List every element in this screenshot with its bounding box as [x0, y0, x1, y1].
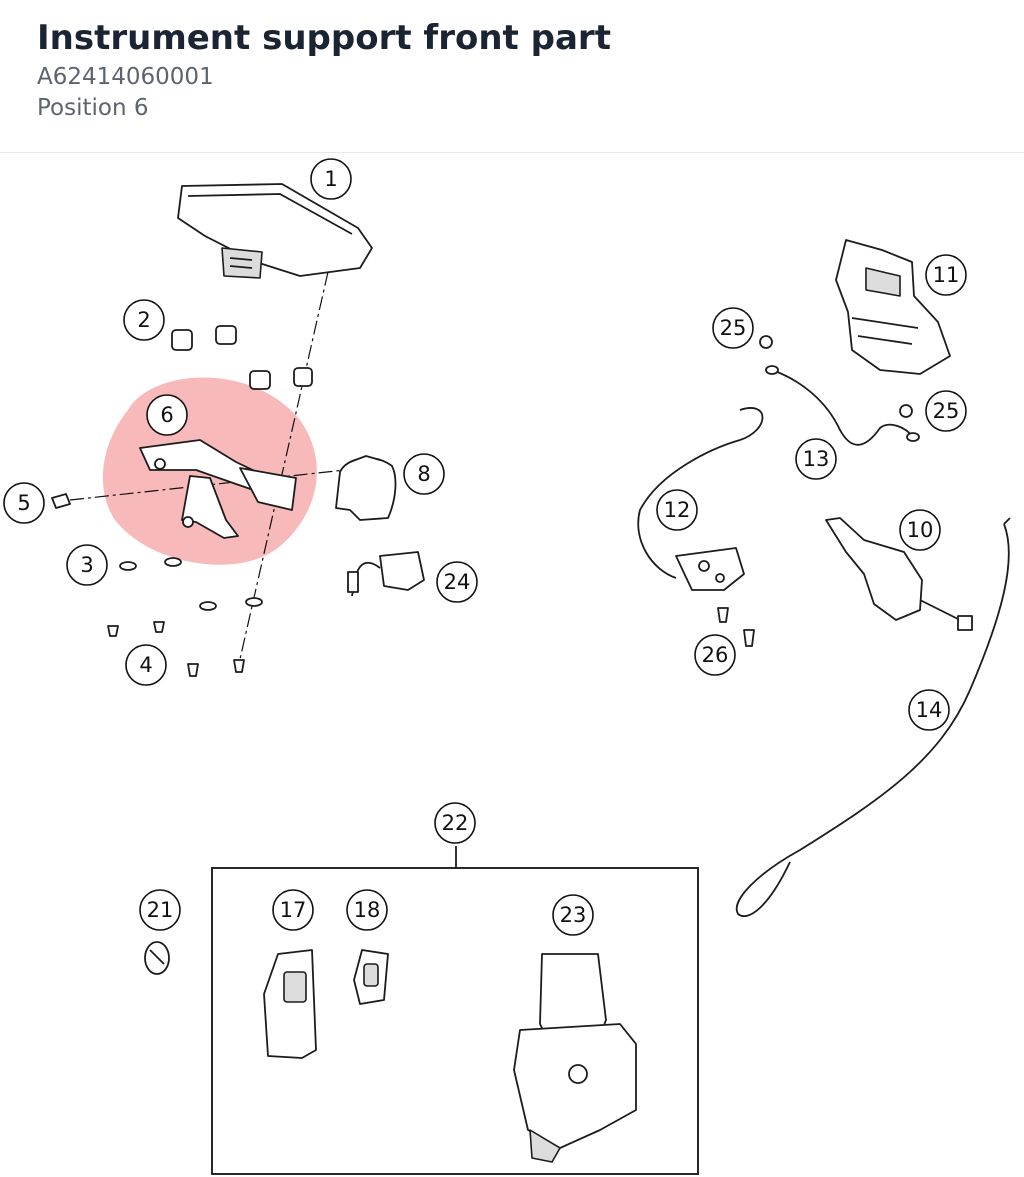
callout-11[interactable]: 11 [925, 254, 967, 296]
callout-26[interactable]: 26 [694, 634, 736, 676]
svg-text:23: 23 [560, 903, 587, 927]
svg-text:8: 8 [417, 462, 430, 486]
part-small-bolts[interactable] [759, 335, 913, 418]
callout-22[interactable]: 22 [434, 802, 476, 844]
callout-10[interactable]: 10 [899, 509, 941, 551]
svg-text:4: 4 [139, 653, 152, 677]
svg-text:22: 22 [442, 811, 469, 835]
part-switch[interactable] [825, 517, 973, 631]
part-key-set-frame [211, 846, 699, 1175]
callout-23[interactable]: 23 [552, 894, 594, 936]
svg-text:3: 3 [80, 553, 93, 577]
svg-text:17: 17 [280, 898, 307, 922]
header-divider [0, 152, 1024, 153]
callout-25b[interactable]: 25 [925, 390, 967, 432]
part-cap[interactable] [144, 941, 170, 975]
part-instrument-cluster[interactable] [177, 183, 373, 279]
callout-21[interactable]: 21 [139, 889, 181, 931]
callout-3[interactable]: 3 [66, 544, 108, 586]
part-cable-14[interactable] [735, 517, 1011, 917]
callout-17[interactable]: 17 [272, 889, 314, 931]
part-control-unit[interactable] [835, 239, 951, 375]
callout-24[interactable]: 24 [436, 561, 478, 603]
part-sensor-cable[interactable] [637, 407, 764, 591]
part-instrument-bracket[interactable] [139, 439, 297, 539]
svg-text:25: 25 [720, 316, 747, 340]
callout-1[interactable]: 1 [310, 158, 352, 200]
page-title: Instrument support front part [37, 18, 611, 58]
svg-text:1: 1 [324, 167, 337, 191]
svg-text:21: 21 [147, 898, 174, 922]
svg-text:13: 13 [803, 447, 830, 471]
position-label: Position 6 [37, 95, 149, 121]
part-washers[interactable] [119, 557, 263, 611]
callout-4[interactable]: 4 [125, 644, 167, 686]
svg-text:2: 2 [137, 308, 150, 332]
part-rubber-dampers[interactable] [171, 325, 313, 390]
svg-text:14: 14 [916, 698, 943, 722]
svg-text:6: 6 [160, 403, 173, 427]
part-number: A62414060001 [37, 64, 214, 90]
part-ground-cable[interactable] [765, 365, 920, 446]
svg-text:18: 18 [354, 898, 381, 922]
part-screws-26[interactable] [717, 607, 755, 647]
svg-text:25: 25 [933, 399, 960, 423]
svg-text:26: 26 [702, 643, 729, 667]
svg-text:10: 10 [907, 518, 934, 542]
callout-6[interactable]: 6 [146, 394, 188, 436]
svg-text:24: 24 [444, 570, 471, 594]
callout-8[interactable]: 8 [403, 453, 445, 495]
callout-25a[interactable]: 25 [712, 307, 754, 349]
callout-12[interactable]: 12 [656, 489, 698, 531]
svg-text:11: 11 [933, 263, 960, 287]
callout-18[interactable]: 18 [346, 889, 388, 931]
header: Instrument support front part A624140600… [0, 0, 1024, 152]
part-key-insert[interactable] [353, 949, 389, 1005]
svg-text:12: 12 [664, 498, 691, 522]
part-small-screws[interactable] [107, 621, 245, 677]
callout-13[interactable]: 13 [795, 438, 837, 480]
part-clamp[interactable] [335, 455, 397, 521]
part-ignition-lock[interactable] [513, 953, 637, 1163]
part-connector[interactable] [347, 551, 425, 597]
svg-text:5: 5 [17, 491, 30, 515]
part-screw[interactable] [51, 493, 71, 509]
callout-14[interactable]: 14 [908, 689, 950, 731]
part-key-fob[interactable] [263, 949, 317, 1059]
callout-5[interactable]: 5 [3, 482, 45, 524]
callout-2[interactable]: 2 [123, 299, 165, 341]
